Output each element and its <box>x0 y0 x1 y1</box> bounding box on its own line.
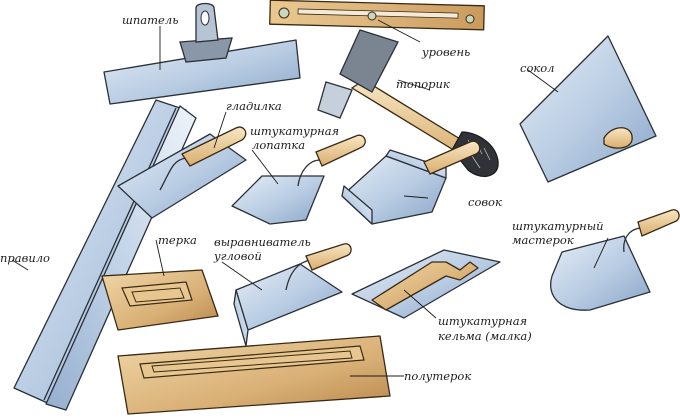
terka-tool <box>101 269 219 331</box>
label-pravilo: правило <box>0 251 50 265</box>
sokol-plate <box>519 35 657 183</box>
toporik-blade <box>317 81 353 119</box>
sokol-handle <box>603 127 633 149</box>
label-toporik: топорик <box>396 77 450 91</box>
lopatka-tool <box>231 134 366 225</box>
sovok-tool <box>341 140 481 225</box>
sokol-tool <box>519 35 657 183</box>
pravilo-edge <box>43 107 177 401</box>
label-terka: терка <box>158 233 197 247</box>
label-master-2: мастерок <box>512 233 574 247</box>
shpatel-tool <box>103 2 301 105</box>
vyravn-plate <box>235 263 343 331</box>
lopatka-handle <box>315 134 366 167</box>
shpatel-blade <box>103 39 301 105</box>
master-blade <box>550 235 651 311</box>
lopatka-shank <box>297 159 321 187</box>
labels: шпатель уровень топорик сокол гладилка ш… <box>0 13 603 383</box>
label-kelma-1: штукатурная <box>438 314 527 328</box>
label-poluterok: полутерок <box>404 369 471 383</box>
label-sovok: совок <box>468 195 502 209</box>
label-lopatka-1: штукатурная <box>250 124 339 138</box>
master-tool <box>550 209 680 311</box>
label-shpatel: шпатель <box>122 13 178 27</box>
label-gladilka: гладилка <box>226 99 282 113</box>
poluterok-tool <box>117 335 391 415</box>
label-kelma-2: кельма (малка) <box>438 329 532 343</box>
uroven-tool <box>269 0 485 31</box>
vyravn-handle <box>305 243 352 271</box>
label-vyravn-2: угловой <box>213 249 262 263</box>
label-lopatka-2: лопатка <box>252 138 305 152</box>
leader-lines <box>11 19 609 377</box>
gladilka-shank <box>159 157 187 191</box>
vyravn-tool <box>233 243 352 347</box>
toporik-tool <box>317 29 499 177</box>
sovok-handle <box>423 140 481 175</box>
gladilka-plate <box>117 133 247 219</box>
label-sokol: сокол <box>520 61 554 75</box>
label-master-1: штукатурный <box>512 219 603 233</box>
gladilka-handle <box>181 126 247 167</box>
label-uroven: уровень <box>421 45 470 59</box>
kelma-handle <box>371 261 479 311</box>
gladilka-tool <box>117 126 247 219</box>
toporik-head <box>339 29 399 93</box>
lopatka-blade <box>231 175 325 225</box>
label-vyravn-1: выравниватель <box>214 235 311 249</box>
master-handle <box>637 209 680 237</box>
kelma-tool <box>351 249 501 319</box>
sovok-side-wall <box>341 185 373 225</box>
